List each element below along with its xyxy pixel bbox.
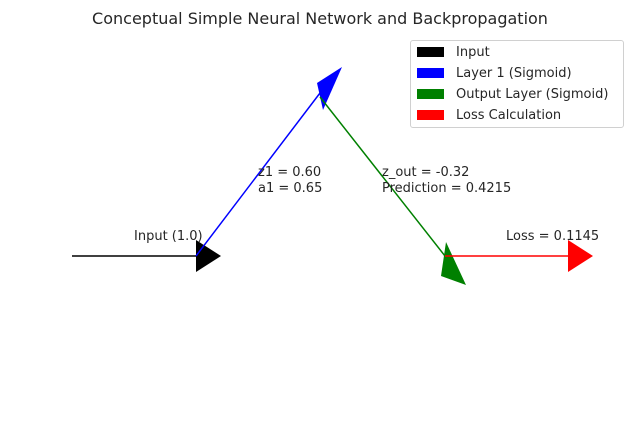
legend-label: Loss Calculation <box>456 107 562 123</box>
a1-label: a1 = 0.65 <box>258 181 323 196</box>
legend-swatch <box>417 110 444 120</box>
legend-item-output-layer: Output Layer (Sigmoid) <box>417 84 608 104</box>
z-out-label: z_out = -0.32 <box>382 165 470 180</box>
loss-label: Loss = 0.1145 <box>506 229 600 244</box>
loss-arrow <box>445 240 593 272</box>
legend-label: Layer 1 (Sigmoid) <box>456 65 572 81</box>
legend-item-input: Input <box>417 42 490 62</box>
legend-swatch <box>417 47 444 57</box>
legend-item-loss: Loss Calculation <box>417 105 561 125</box>
legend: Input Layer 1 (Sigmoid) Output Layer (Si… <box>410 40 624 128</box>
z1-label: z1 = 0.60 <box>258 165 322 180</box>
legend-item-layer1: Layer 1 (Sigmoid) <box>417 63 572 83</box>
legend-swatch <box>417 89 444 99</box>
legend-swatch <box>417 68 444 78</box>
layer1-arrow <box>195 67 342 257</box>
output-layer-arrow <box>319 96 466 285</box>
legend-label: Output Layer (Sigmoid) <box>456 86 609 102</box>
prediction-label: Prediction = 0.4215 <box>382 181 512 196</box>
diagram-title: Conceptual Simple Neural Network and Bac… <box>92 9 548 28</box>
legend-label: Input <box>456 44 490 60</box>
input-label: Input (1.0) <box>134 229 203 244</box>
